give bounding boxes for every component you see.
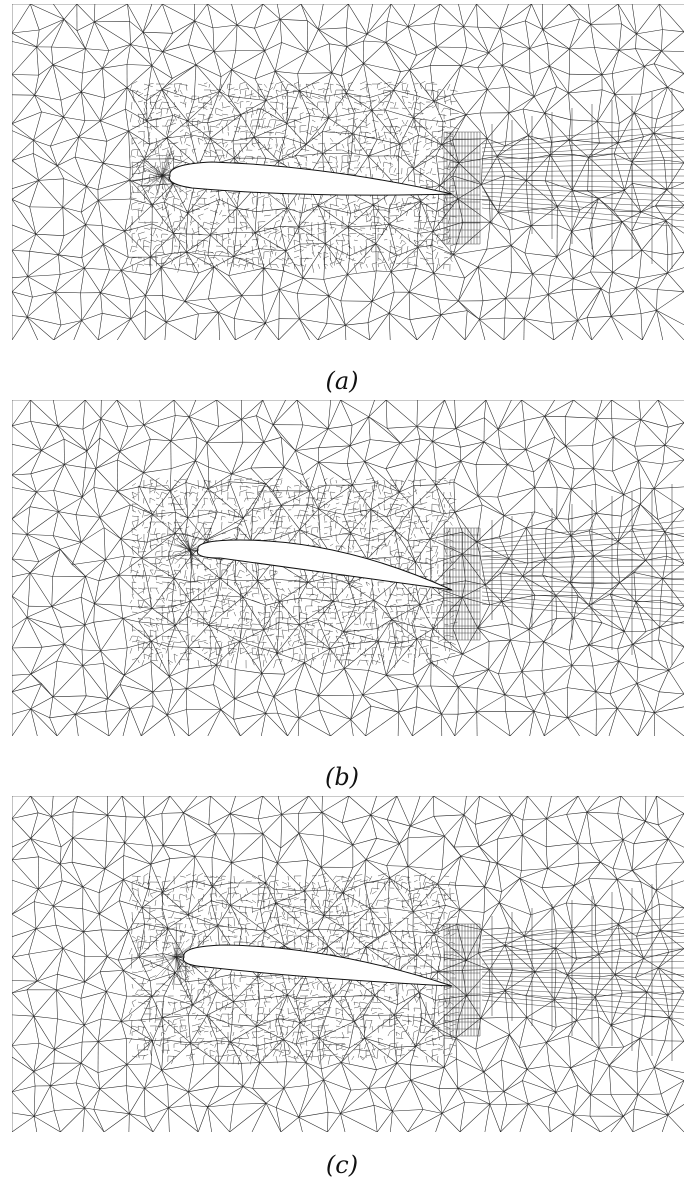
mesh-plot-b [12,400,684,736]
caption-b: (b) [324,763,360,791]
mesh-panel-a [12,4,684,340]
mesh-panel-b [12,400,684,736]
caption-a: (a) [325,367,359,395]
mesh-panel-c [12,796,684,1132]
caption-c: (c) [325,1151,359,1179]
mesh-plot-c [12,796,684,1132]
mesh-plot-a [12,4,684,340]
